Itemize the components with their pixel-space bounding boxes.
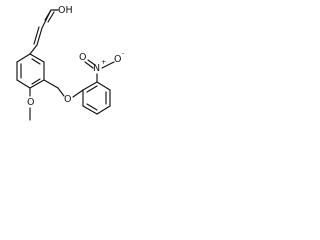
- bond-vinyl-to-ring: [29, 44, 38, 55]
- ring-a-bond-1: [16, 53, 31, 63]
- nitro-double-oxygen-label: O: [79, 52, 86, 63]
- ring-a-bond-4: [29, 79, 45, 89]
- bond-cooh-to-vinyl: [41, 9, 52, 29]
- ring-b-bond-1: [82, 81, 98, 91]
- ring-b-inner-3: [86, 103, 98, 111]
- nitro-positive-charge: +: [101, 58, 106, 66]
- ring-a-inner-3: [31, 58, 41, 65]
- bond-vinyl-double-b: [33, 26, 40, 45]
- bond-ch2-to-ether-o: [57, 87, 65, 97]
- ring-b-bond-5: [82, 105, 98, 115]
- bond-ring-to-ch2: [43, 79, 59, 89]
- bond-nitro-n-to-o-double-a: [84, 61, 94, 69]
- ether-oxygen-label: O: [64, 94, 71, 105]
- bond-nitro-n-to-o: [101, 61, 115, 69]
- ring-b-inner-1: [86, 85, 98, 93]
- bond-cooh-c-o-double-b: [47, 11, 55, 23]
- bond-ether-o-to-ring: [72, 89, 84, 98]
- nitro-oxygen-label: O: [114, 54, 121, 65]
- bond-nitro-n-to-o-double-b: [87, 59, 96, 66]
- nitro-negative-charge: -: [122, 49, 125, 57]
- methoxy-oxygen-label: O: [27, 97, 34, 108]
- nitro-nitrogen-label: N: [93, 63, 100, 74]
- ring-b-bond-4: [96, 105, 111, 115]
- bond-vinyl-double-a: [36, 27, 43, 46]
- chemical-structure: OH O O O N + O - O: [16, 5, 125, 121]
- ring-a-inner-2: [31, 78, 41, 85]
- ring-b-bond-2: [96, 81, 111, 91]
- ring-a-bond-6: [29, 53, 45, 63]
- ring-a-bond-3: [16, 79, 31, 89]
- oh-label: OH: [58, 5, 73, 16]
